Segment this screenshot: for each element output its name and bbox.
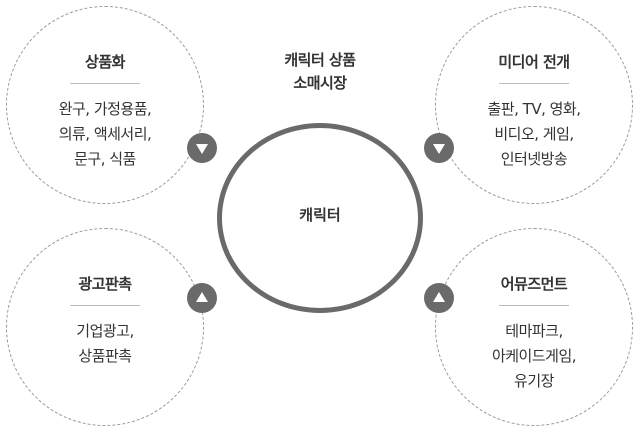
node-line: 유기장	[514, 372, 554, 390]
node-title: 광고판촉	[78, 275, 132, 293]
node-divider	[70, 305, 140, 306]
triangle-up-icon	[187, 283, 217, 313]
node-divider	[499, 305, 569, 306]
node-line: 의류, 액세서리,	[58, 125, 152, 143]
node-line: 완구, 가정용품,	[58, 100, 152, 118]
node-line: 기업광고,	[76, 322, 134, 340]
center-label: 캐릭터	[299, 206, 341, 224]
node-body: 기업광고, 상품판촉	[7, 319, 203, 369]
node-title: 미디어 전개	[498, 53, 570, 71]
node-line: 비디오, 게임,	[494, 125, 574, 143]
node-body: 완구, 가정용품, 의류, 액세서리, 문구, 식품	[7, 97, 203, 172]
retail-market-line: 소매시장	[293, 74, 347, 92]
retail-market-label: 캐릭터 상품 소매시장	[230, 49, 410, 95]
triangle-down-icon	[187, 133, 217, 163]
node-line: 출판, TV, 영화,	[487, 100, 581, 118]
node-line: 테마파크,	[505, 322, 563, 340]
node-line: 아케이드게임,	[491, 347, 577, 365]
node-merchandising: 상품화 완구, 가정용품, 의류, 액세서리, 문구, 식품	[6, 6, 204, 204]
node-title: 상품화	[85, 53, 125, 71]
node-body: 테마파크, 아케이드게임, 유기장	[436, 319, 632, 394]
node-body: 출판, TV, 영화, 비디오, 게임, 인터넷방송	[436, 97, 632, 172]
center-circle: 캐릭터	[217, 123, 423, 313]
node-line: 상품판촉	[78, 347, 132, 365]
triangle-up-icon	[424, 283, 454, 313]
node-advertising: 광고판촉 기업광고, 상품판촉	[6, 228, 204, 426]
node-divider	[70, 83, 140, 84]
node-divider	[499, 83, 569, 84]
triangle-down-icon	[424, 133, 454, 163]
node-amusement: 어뮤즈먼트 테마파크, 아케이드게임, 유기장	[435, 228, 633, 426]
node-line: 문구, 식품	[74, 150, 136, 168]
node-media: 미디어 전개 출판, TV, 영화, 비디오, 게임, 인터넷방송	[435, 6, 633, 204]
node-title: 어뮤즈먼트	[500, 275, 568, 293]
retail-market-line: 캐릭터 상품	[284, 51, 356, 69]
node-line: 인터넷방송	[500, 150, 568, 168]
